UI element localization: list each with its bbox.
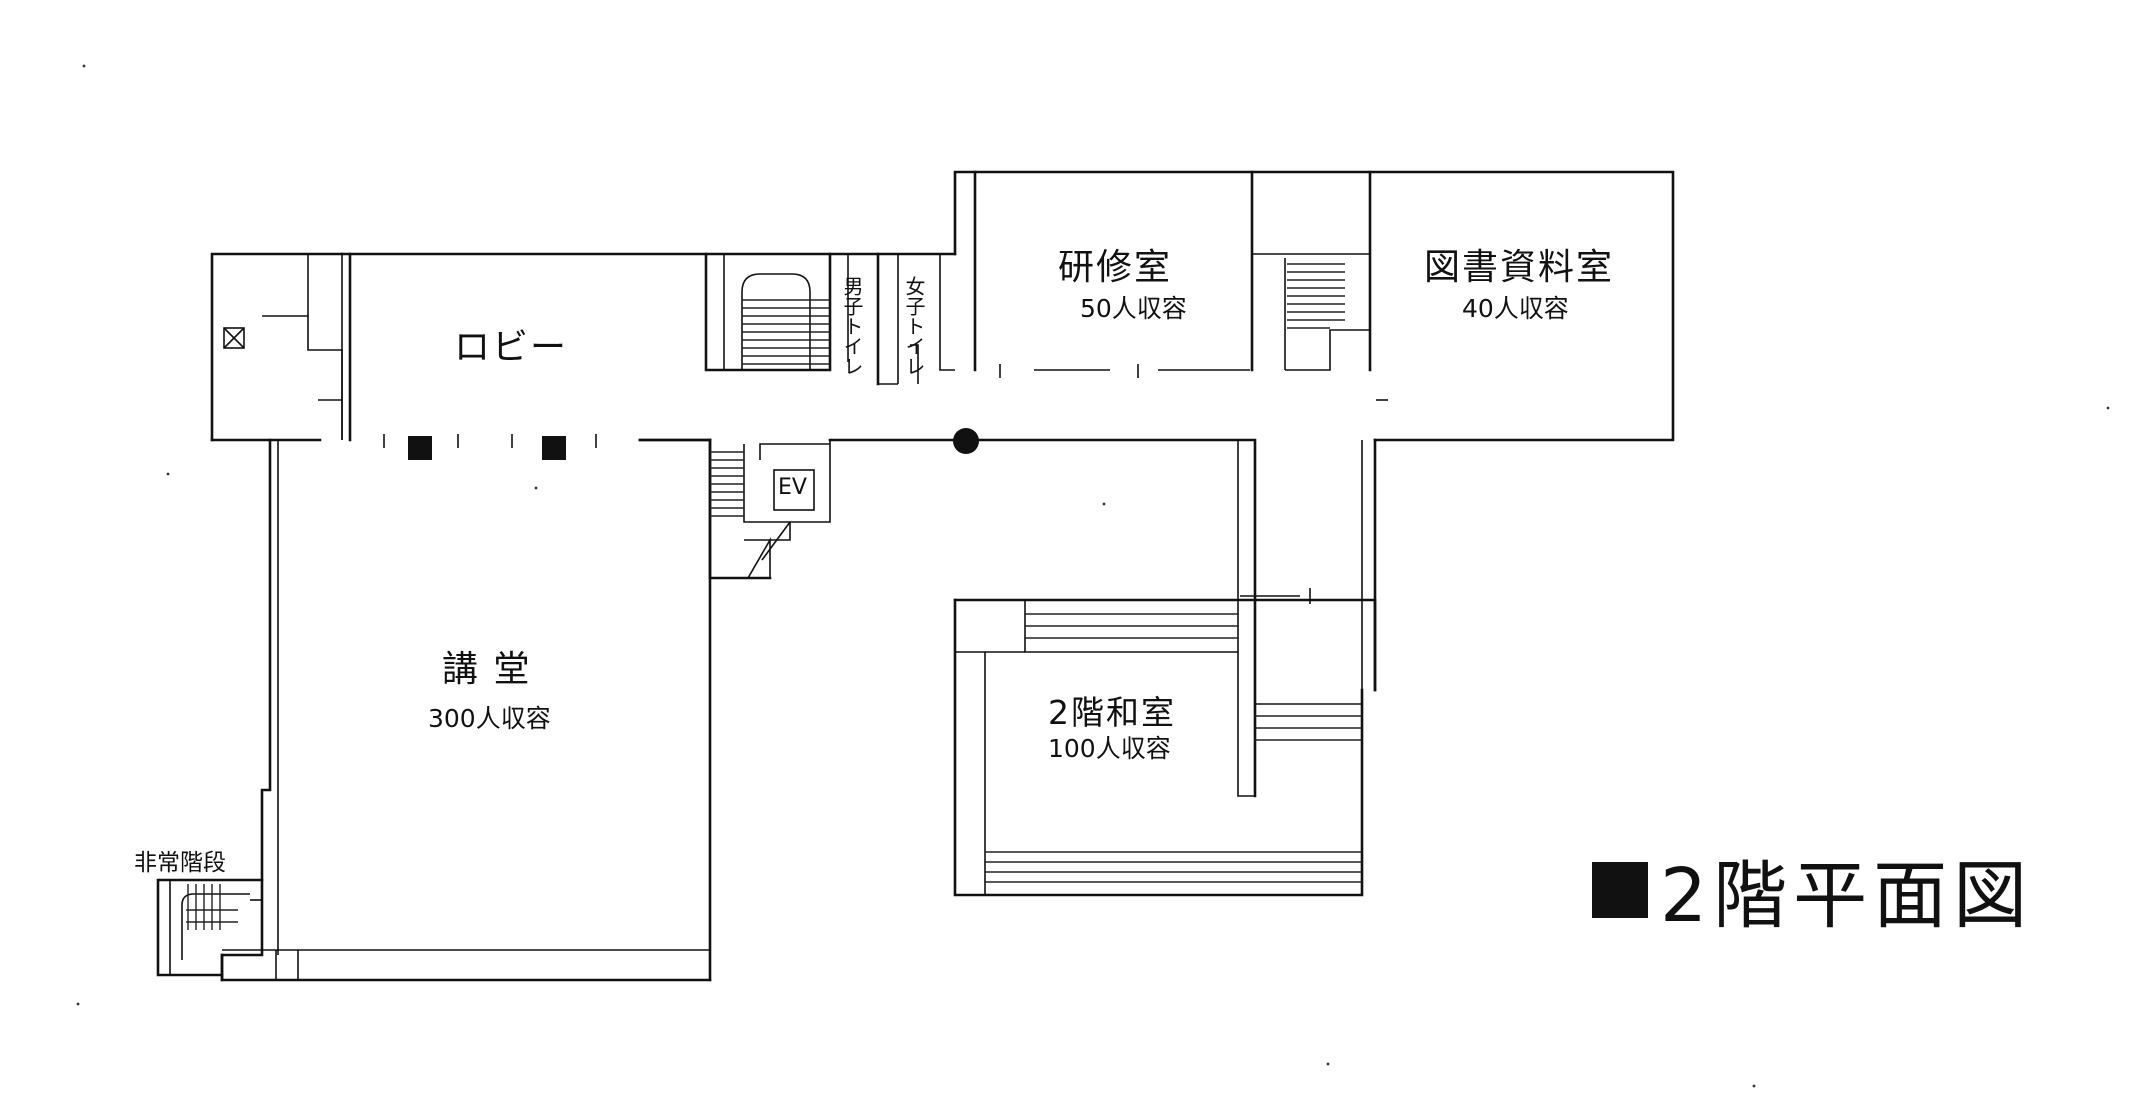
lobby-label: ロビー — [454, 327, 569, 368]
box-x-icon — [223, 327, 245, 349]
training-room-walls — [999, 170, 1254, 378]
column-icon — [542, 436, 566, 460]
elevator-label: EV — [778, 475, 807, 500]
emergency-stair-block — [156, 878, 264, 977]
emergency-stairs-label: 非常階段 — [134, 850, 226, 876]
stair-icon — [985, 613, 1362, 883]
middle-stair — [1252, 170, 1388, 401]
pillar-dot-icon — [953, 428, 979, 454]
auditorium-name: 講 堂 — [442, 649, 532, 690]
womens-toilet-label: 女子トイレ — [902, 276, 926, 376]
plan-title-text: 2階平面図 — [1660, 853, 2034, 939]
title-square-marker — [1592, 861, 1648, 918]
toilet-stair-block — [704, 252, 955, 386]
washitsu-walls — [953, 588, 1377, 897]
stair-icon — [1287, 263, 1345, 329]
mens-toilet-label: 男子トイレ — [840, 276, 864, 376]
training-room-name: 研修室 — [1058, 247, 1173, 288]
elevator-block — [708, 438, 831, 580]
library-capacity: 40人収容 — [1462, 294, 1569, 323]
stair-icon — [186, 884, 238, 930]
plan-title: 2階平面図 — [1592, 836, 2033, 943]
washitsu-name: 2階和室 — [1048, 693, 1176, 732]
column-icon — [408, 436, 432, 460]
scan-specks — [76, 64, 2110, 1088]
washitsu-capacity: 100人収容 — [1048, 734, 1171, 763]
stair-icon — [742, 299, 830, 365]
stair-icon — [710, 451, 744, 517]
left-service-block — [210, 252, 344, 442]
auditorium-capacity: 300人収容 — [428, 704, 551, 733]
training-room-capacity: 50人収容 — [1080, 294, 1187, 323]
library-name: 図書資料室 — [1424, 247, 1615, 288]
